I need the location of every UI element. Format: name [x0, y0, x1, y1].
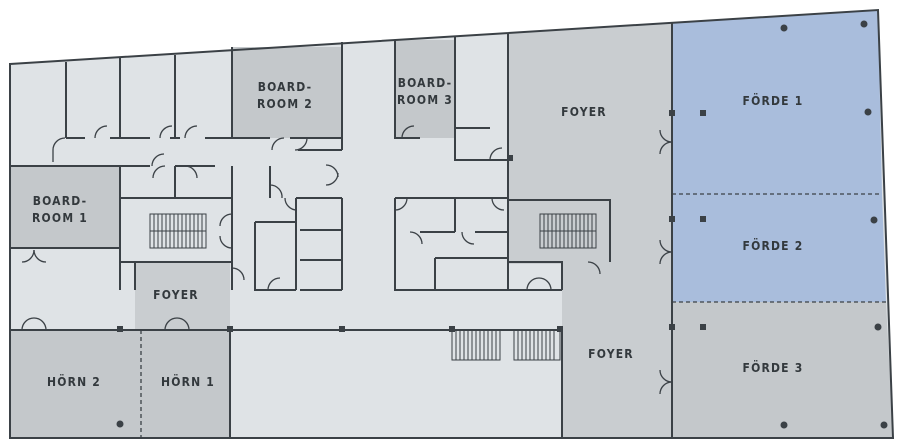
room-boardroom-3[interactable] [395, 40, 455, 138]
room-horn-1[interactable] [141, 330, 230, 438]
label-foyer-bottom: FOYER [588, 347, 634, 361]
room-forde-2[interactable] [672, 194, 886, 302]
label-forde-3: FÖRDE 3 [743, 360, 804, 375]
room-forde-1[interactable] [672, 10, 882, 194]
stairs-right [539, 213, 597, 249]
stairs-left [149, 213, 207, 249]
markers [116, 20, 888, 429]
stairs-bottom [451, 329, 561, 361]
label-forde-1: FÖRDE 1 [743, 93, 804, 108]
room-horn-2[interactable] [10, 330, 141, 438]
label-boardroom-2-line1: BOARD- [258, 80, 313, 94]
label-boardroom-3-line2: ROOM 3 [397, 93, 453, 107]
label-horn-1: HÖRN 1 [161, 374, 215, 389]
label-boardroom-1-line1: BOARD- [33, 194, 88, 208]
label-foyer-left: FOYER [153, 288, 199, 302]
room-forde-3[interactable] [672, 302, 893, 438]
outer-wall [9, 8, 895, 439]
label-forde-2: FÖRDE 2 [743, 238, 804, 253]
label-boardroom-1-line2: ROOM 1 [32, 211, 88, 225]
label-foyer-top: FOYER [561, 105, 607, 119]
label-horn-2: HÖRN 2 [47, 374, 101, 389]
door-swings [21, 125, 673, 395]
label-boardroom-2-line2: ROOM 2 [257, 97, 313, 111]
room-boardroom-1[interactable] [10, 166, 121, 248]
room-boardroom-2[interactable] [232, 47, 342, 138]
label-boardroom-3-line1: BOARD- [398, 76, 453, 90]
